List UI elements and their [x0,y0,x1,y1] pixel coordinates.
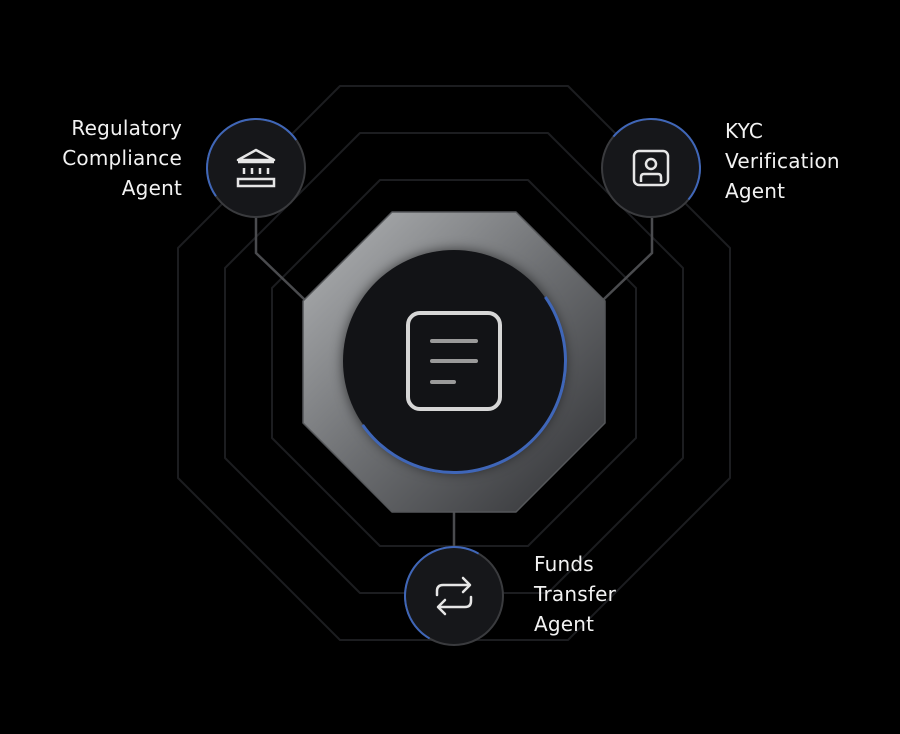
connector-regulatory [254,218,306,301]
label-line: Funds [534,552,594,576]
label-line: Verification [725,149,840,173]
label-line: Agent [534,612,595,636]
ring-inner [271,179,637,547]
central-hub[interactable] [343,250,565,472]
label-line: Agent [725,179,786,203]
label-kyc: KYC Verification Agent [725,116,840,206]
bank-icon [236,148,276,188]
label-line: Agent [121,176,182,200]
label-line: Transfer [534,582,617,606]
agent-node-kyc[interactable] [601,118,701,218]
connector-kyc [602,218,654,301]
label-line: Compliance [62,146,182,170]
label-funds: Funds Transfer Agent [534,549,616,639]
transfer-arrows-icon [435,576,473,616]
label-line: Regulatory [71,116,182,140]
document-icon [406,311,502,411]
ring-middle [224,132,684,594]
label-regulatory: Regulatory Compliance Agent [20,113,182,203]
id-card-icon [632,149,670,187]
agent-node-regulatory[interactable] [206,118,306,218]
label-line: KYC [725,119,764,143]
agent-node-funds[interactable] [404,546,504,646]
